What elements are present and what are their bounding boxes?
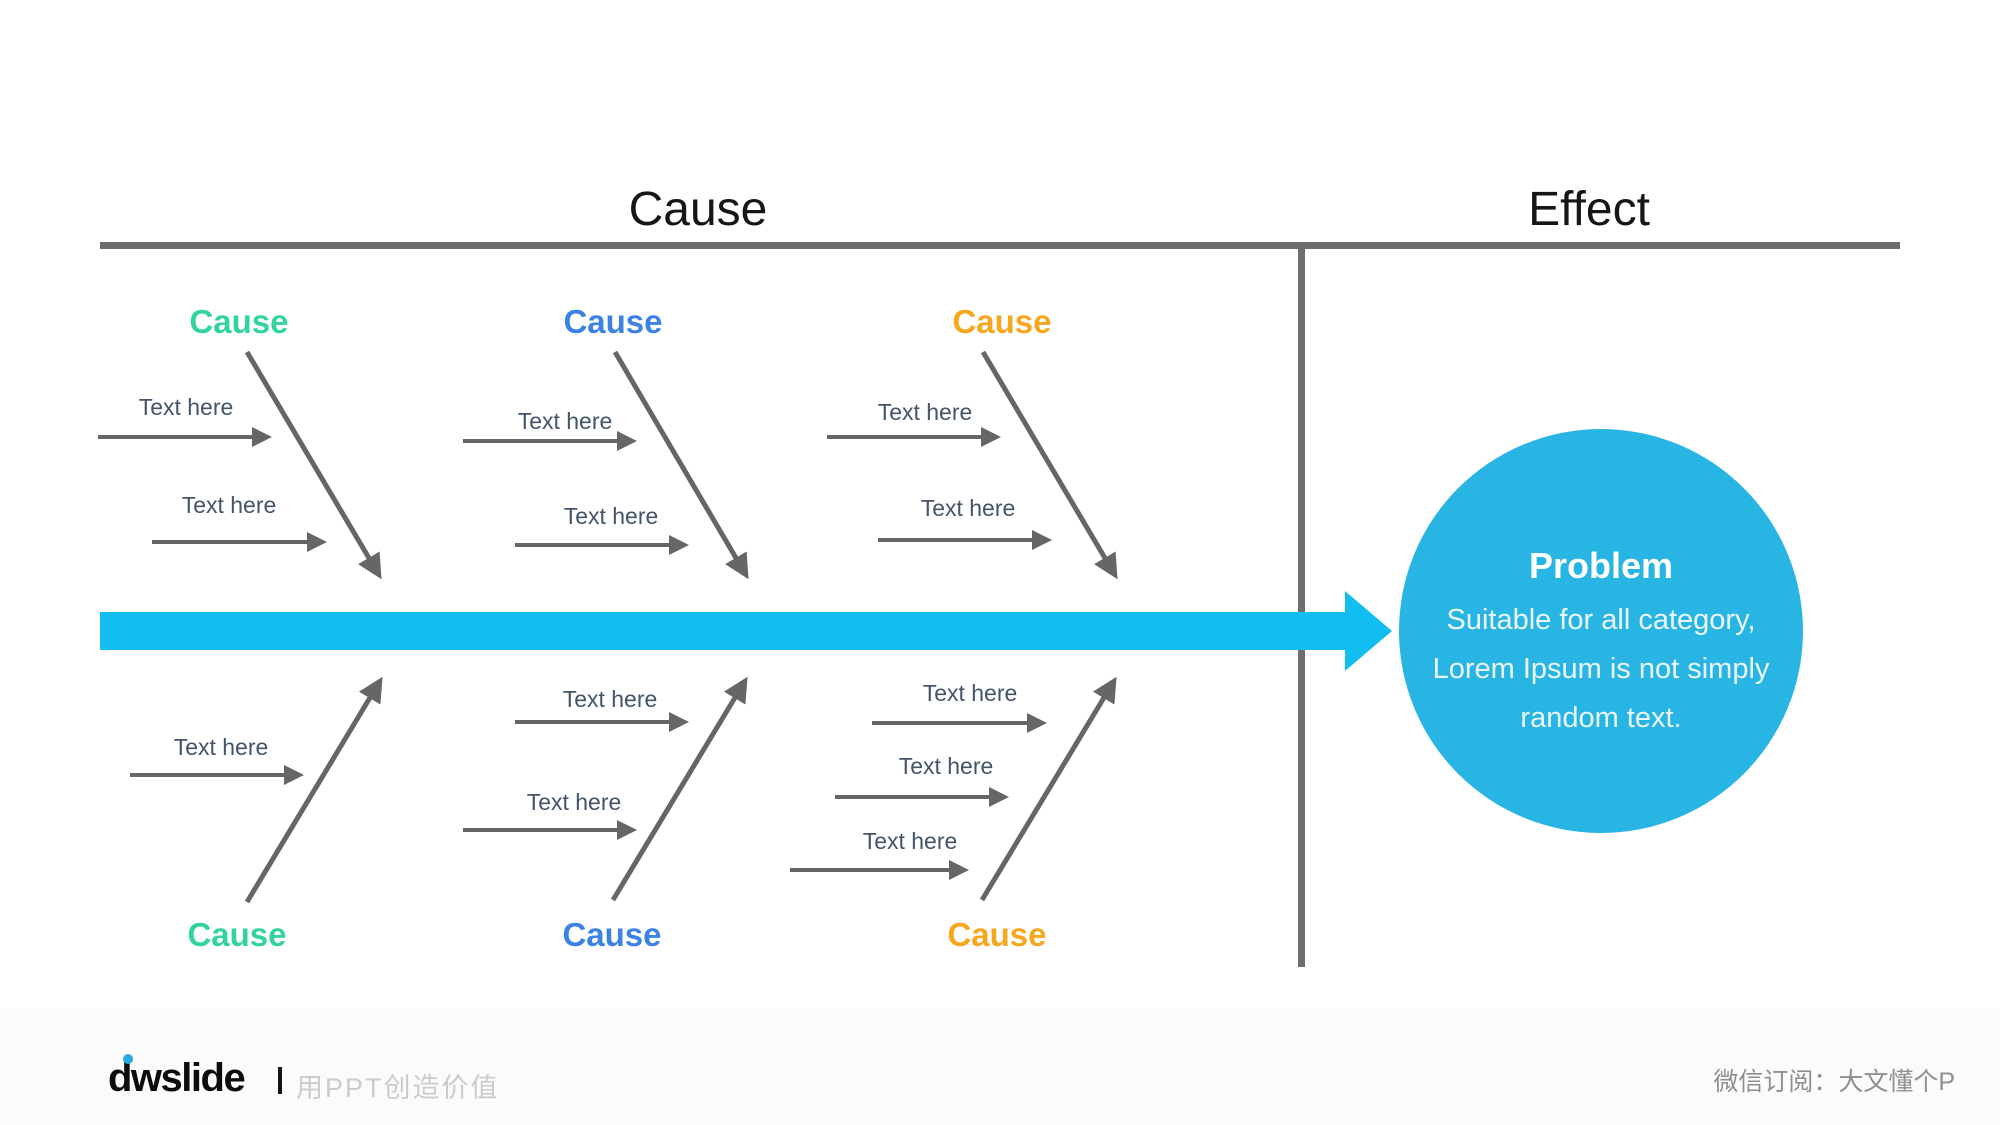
problem-description: Suitable for all category, Lorem Ipsum i… — [1381, 596, 1821, 743]
bone-bottom-1 — [244, 676, 383, 904]
branch-label-top-2: Cause — [563, 303, 663, 340]
logo-dot-icon — [123, 1054, 133, 1064]
spine-arrow-body — [100, 612, 1345, 650]
item-label: Text here — [181, 492, 277, 518]
problem-line: random text. — [1520, 702, 1682, 734]
item-label: Text here — [526, 789, 622, 815]
item-label: Text here — [563, 503, 659, 529]
item-label: Text here — [173, 734, 269, 760]
item-label: Text here — [138, 394, 234, 420]
spine-arrowhead — [1345, 591, 1392, 671]
dwslide-logo: dwslide — [108, 1056, 246, 1100]
item-label: Text here — [922, 680, 1018, 706]
problem-title: Problem — [1528, 545, 1674, 586]
bone-top-1 — [244, 350, 382, 580]
problem-line: Suitable for all category, — [1446, 604, 1756, 636]
bone-bottom-3 — [979, 676, 1117, 902]
logo-separator — [278, 1067, 282, 1094]
item-label: Text here — [562, 686, 658, 712]
branch-label-top-1: Cause — [189, 303, 289, 340]
branch-label-top-3: Cause — [952, 303, 1052, 340]
cause-section-title: Cause — [628, 183, 768, 236]
footer-strip — [0, 1008, 2000, 1125]
item-label: Text here — [898, 753, 994, 779]
item-label: Text here — [862, 828, 958, 854]
problem-circle — [1399, 429, 1803, 833]
wechat-subscription-text: 微信订阅：大文懂个P — [1713, 1068, 1955, 1096]
item-label: Text here — [877, 399, 973, 425]
item-label: Text here — [517, 408, 613, 434]
footer-tagline: 用PPT创造价值 — [296, 1073, 500, 1103]
bone-top-2 — [612, 350, 749, 580]
problem-line: Lorem Ipsum is not simply — [1432, 653, 1770, 685]
branch-label-bottom-3: Cause — [947, 916, 1047, 953]
bone-top-3 — [980, 350, 1118, 580]
branch-label-bottom-2: Cause — [562, 916, 662, 953]
branch-label-bottom-1: Cause — [187, 916, 287, 953]
item-label: Text here — [920, 495, 1016, 521]
effect-section-title: Effect — [1528, 183, 1650, 236]
bone-bottom-2 — [610, 676, 748, 902]
